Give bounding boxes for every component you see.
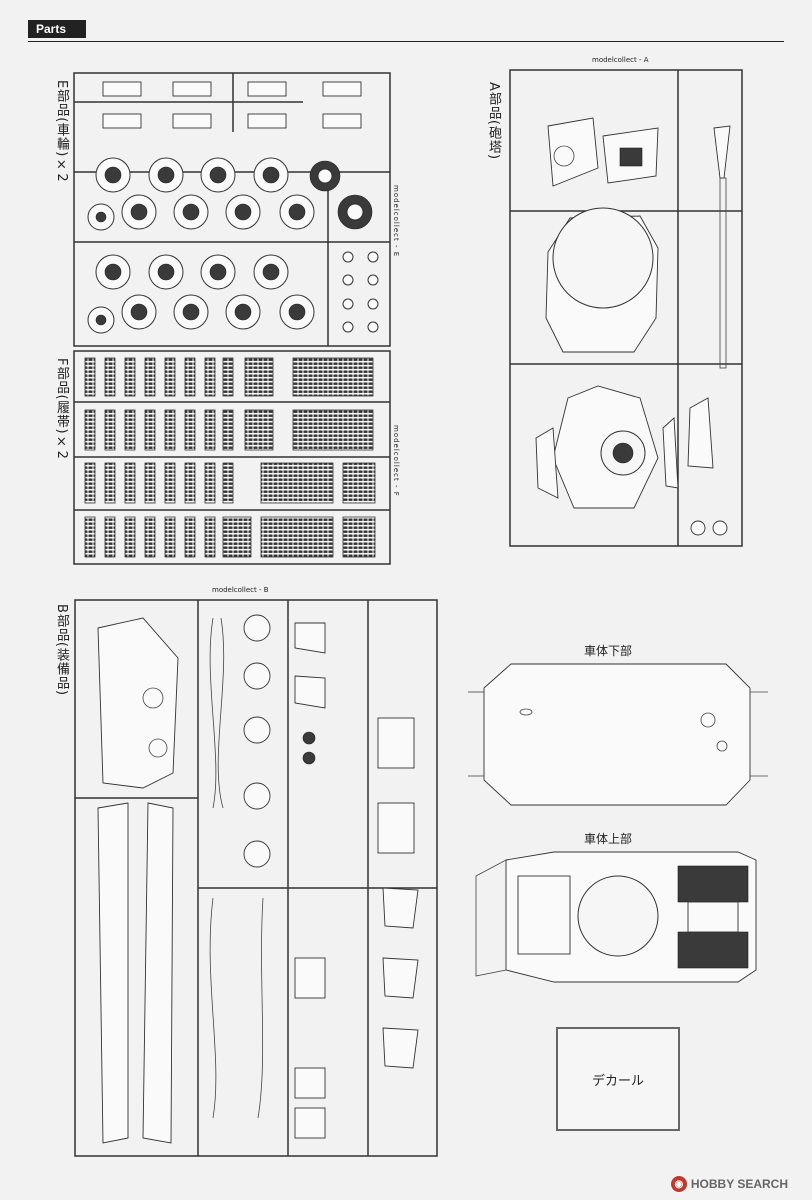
lower-hull-label: 車体下部 — [584, 644, 633, 658]
sprue-e-label: E部品(車輪)×2 — [54, 80, 69, 183]
sprue-a-label: A部品(砲塔) — [486, 82, 501, 161]
sprue-e-brand: modelcollect - E — [392, 185, 400, 258]
sprue-b-brand: modelcollect - B — [212, 586, 269, 594]
upper-hull — [475, 851, 757, 983]
sprue-e — [73, 72, 391, 347]
hobby-search-logo-icon: ◉ — [670, 1176, 687, 1192]
watermark-text: HOBBY SEARCH — [690, 1177, 788, 1191]
hobby-search-watermark: ◉ HOBBY SEARCH — [670, 1176, 788, 1192]
upper-hull-label: 車体上部 — [584, 832, 633, 846]
parts-tag: Parts — [28, 20, 86, 38]
sprue-f-brand: modelcollect - F — [392, 425, 400, 497]
decal-label: デカール — [591, 1073, 644, 1089]
sprue-a-brand: modelcollect - A — [592, 56, 649, 64]
decal-sheet: デカール — [556, 1027, 680, 1131]
sprue-b — [74, 599, 438, 1157]
header-rule — [28, 41, 784, 42]
sprue-b-label: B部品(装備品) — [54, 604, 69, 697]
sprue-f — [73, 350, 391, 565]
sprue-a — [509, 69, 743, 547]
sprue-f-label: F部品(履帯)×2 — [54, 358, 69, 460]
lower-hull — [468, 663, 768, 806]
